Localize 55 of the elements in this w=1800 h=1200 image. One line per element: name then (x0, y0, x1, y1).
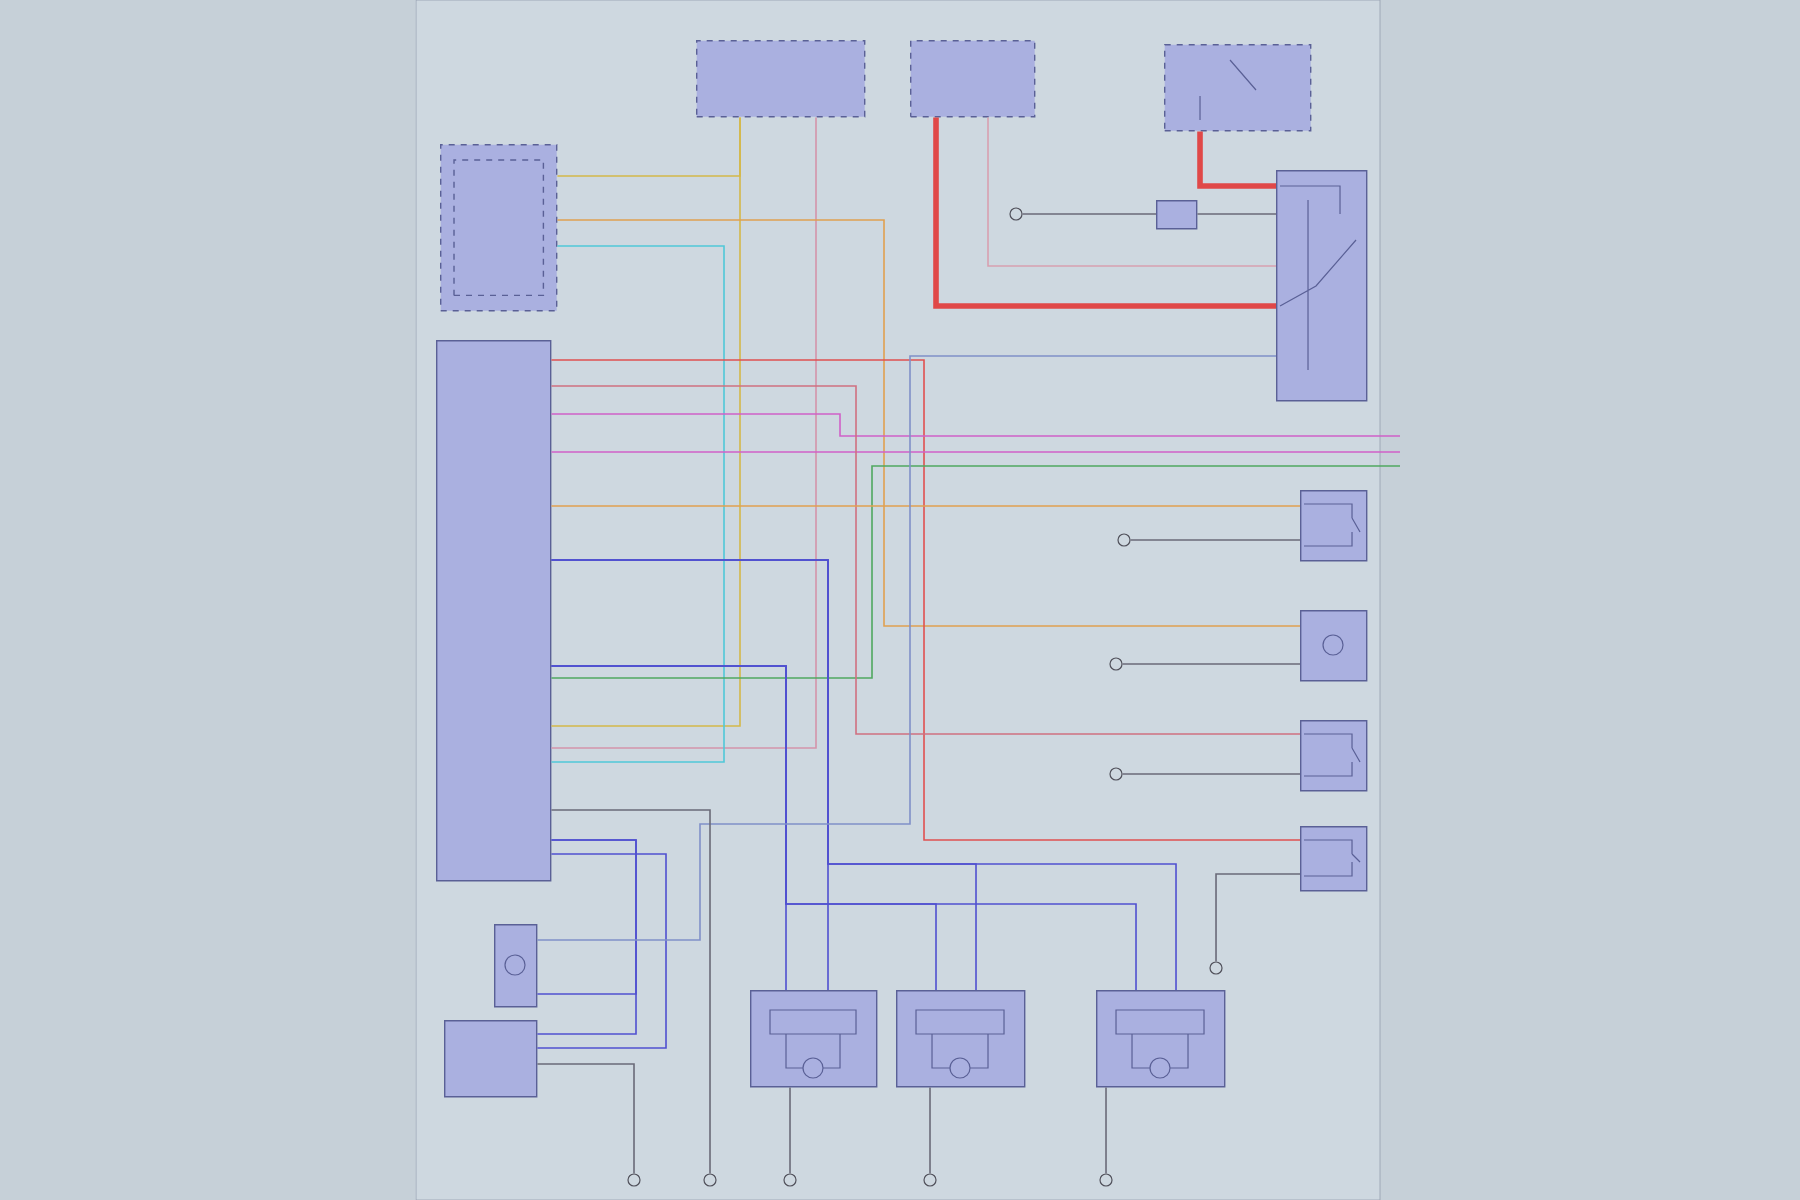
ground-symbol (923, 1173, 937, 1187)
motor-box (750, 990, 878, 1088)
wire (1021, 213, 1157, 215)
wire (550, 245, 725, 763)
wire (550, 359, 1301, 841)
motor-box (1300, 610, 1368, 682)
wire (550, 116, 817, 749)
wire (929, 1086, 931, 1175)
motor-box (1096, 990, 1226, 1088)
inner-box (453, 159, 545, 297)
wire (1121, 773, 1301, 775)
wire (550, 809, 711, 1175)
wire (1215, 873, 1301, 963)
wire (536, 1063, 635, 1175)
wire (1196, 213, 1277, 215)
wire (556, 219, 1301, 627)
motor-box (896, 990, 1026, 1088)
switch-box (1300, 490, 1368, 562)
wire (987, 116, 1277, 267)
wire (536, 355, 1277, 941)
diode-box (1156, 200, 1198, 230)
relay-box (1276, 170, 1368, 402)
wire (933, 117, 1276, 309)
ground-symbol (1209, 961, 1223, 975)
wire (550, 465, 1401, 679)
ground-symbol (1099, 1173, 1113, 1187)
wire (550, 505, 1301, 507)
wire (536, 853, 667, 1049)
fuse-box (910, 40, 1036, 118)
wire (1197, 131, 1276, 189)
fuse-box (696, 40, 866, 118)
module-box (444, 1020, 538, 1098)
wire (550, 665, 1137, 991)
wire (550, 116, 741, 727)
ground-symbol (627, 1173, 641, 1187)
ground-symbol (783, 1173, 797, 1187)
switch-box (1300, 720, 1368, 792)
ground-symbol (1009, 207, 1023, 221)
wire (1129, 539, 1301, 541)
ground-symbol (1117, 533, 1131, 547)
wire (550, 413, 1401, 437)
switch-box (1164, 44, 1312, 132)
wire (550, 451, 1401, 453)
switch-box (1300, 826, 1368, 892)
wire (550, 559, 1177, 991)
wire (550, 385, 1301, 735)
ground-symbol (1109, 657, 1123, 671)
ground-symbol (1109, 767, 1123, 781)
wire (789, 1086, 791, 1175)
ground-symbol (703, 1173, 717, 1187)
motor-box (494, 924, 538, 1008)
wire (1105, 1086, 1107, 1175)
wire (1121, 663, 1301, 665)
module-box (436, 340, 552, 882)
wire (536, 839, 637, 1035)
